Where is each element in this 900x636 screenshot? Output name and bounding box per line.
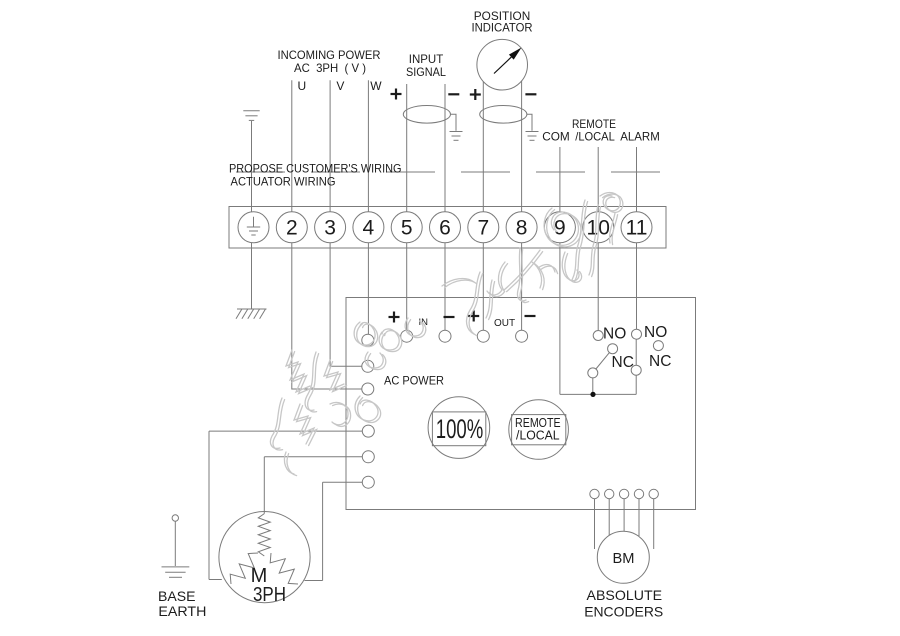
svg-text:ENCODERS: ENCODERS [584,604,663,620]
svg-text:SIGNAL: SIGNAL [406,65,446,79]
svg-text:COM: COM [542,130,570,144]
svg-text:9: 9 [554,216,566,239]
svg-text:3: 3 [324,216,336,239]
svg-text:REMOTE: REMOTE [515,415,561,430]
svg-text:3PH: 3PH [253,584,286,606]
svg-text:11: 11 [626,216,648,239]
svg-text:/LOCAL: /LOCAL [575,130,615,144]
svg-text:U: U [298,79,307,93]
svg-text:V: V [336,79,344,93]
svg-text:INDICATOR: INDICATOR [472,21,533,35]
svg-text:AC 3PH ( V ): AC 3PH ( V ) [294,61,366,75]
svg-text:INCOMING POWER: INCOMING POWER [278,48,381,62]
svg-text:4: 4 [363,216,375,239]
svg-text:6: 6 [439,216,451,239]
svg-text:ALARM: ALARM [620,130,660,144]
svg-text:2: 2 [286,216,298,239]
svg-text:BM: BM [613,550,635,567]
svg-text:NO: NO [644,324,667,341]
svg-text:PROPOSE CUSTOMER'S WIRING: PROPOSE CUSTOMER'S WIRING [229,161,402,175]
svg-text:ACTUATOR WIRING: ACTUATOR WIRING [231,175,336,189]
svg-text:ABSOLUTE: ABSOLUTE [587,587,663,603]
svg-text:W: W [370,79,382,93]
svg-text:M: M [251,565,268,587]
svg-text:NC: NC [612,354,634,371]
svg-text:5: 5 [401,216,413,239]
svg-text:INPUT: INPUT [409,52,444,66]
svg-text:REMOTE: REMOTE [572,117,616,131]
svg-text:100%: 100% [436,414,484,444]
svg-text:/LOCAL: /LOCAL [516,428,560,443]
svg-text:EARTH: EARTH [158,603,206,619]
svg-text:NC: NC [649,353,671,370]
svg-text:NO: NO [603,326,626,343]
svg-text:BASE: BASE [158,588,196,604]
svg-text:AC POWER: AC POWER [384,374,444,388]
svg-text:POSITION: POSITION [474,9,531,23]
svg-text:7: 7 [477,216,489,239]
svg-text:OUT: OUT [494,318,515,329]
svg-text:8: 8 [516,216,528,239]
